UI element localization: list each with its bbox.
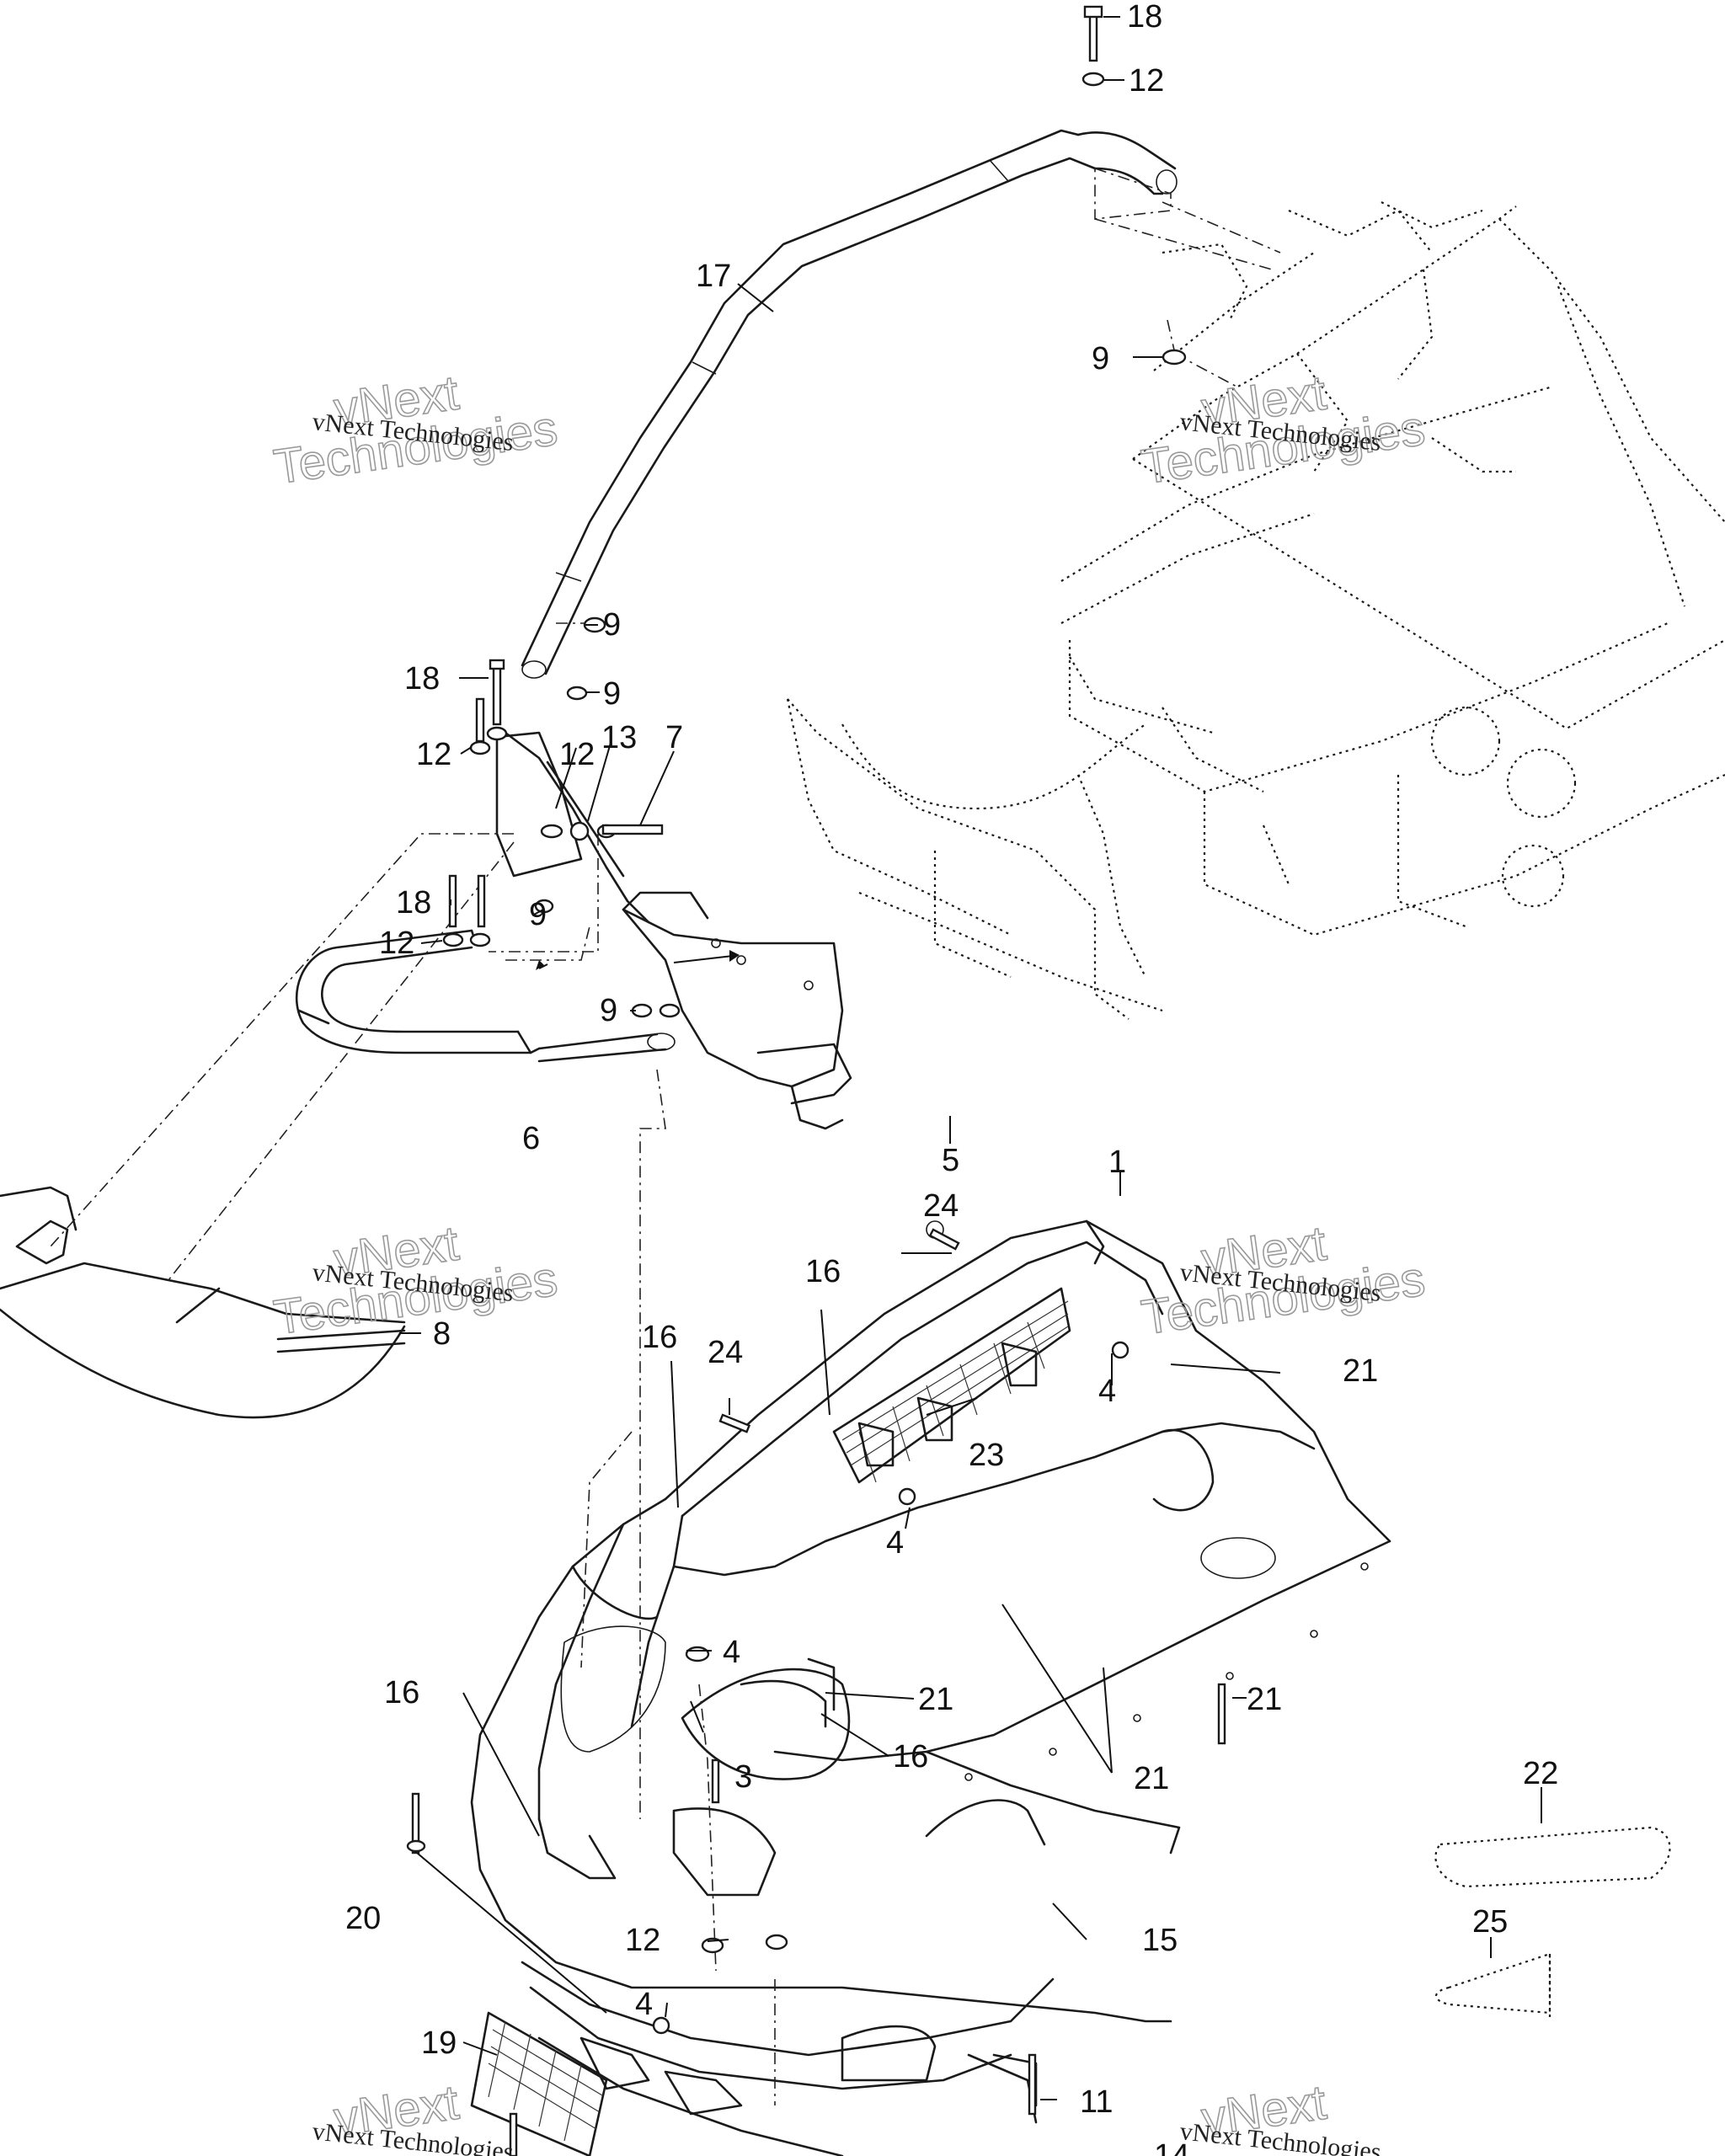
watermark: vNext Technologies vNext Technologies [270,1215,562,1346]
callout-1: 1 [1108,1145,1126,1180]
callout-18: 18 [396,885,431,921]
callout-6: 6 [522,1121,540,1156]
watermark: vNext vNext Technologies [1178,2074,1382,2156]
callout-16: 16 [384,1675,419,1710]
hardware [406,5,1226,2156]
watermark: vNext Technologies vNext Technologies [1138,365,1429,495]
callout-19: 19 [421,2025,457,2061]
callout-9: 9 [600,993,617,1028]
hood [470,1219,1391,2023]
callout-23: 23 [969,1438,1004,1473]
front-bumper [0,1186,406,1419]
grille [470,2011,608,2156]
callout-25: 25 [1472,1904,1508,1940]
handlebar-tube [521,129,1178,679]
callout-9: 9 [603,607,621,643]
callout-12: 12 [416,737,451,772]
callout-12: 12 [1129,63,1164,99]
watermark: vNext vNext Technologies [311,2074,515,2156]
steering-post [495,731,852,1130]
chassis-frame [786,201,1725,1020]
callout-18: 18 [1127,0,1162,35]
callout-16: 16 [805,1254,841,1289]
callout-21: 21 [918,1682,953,1717]
callout-4: 4 [723,1635,740,1670]
callouts: 18 12 17 9 9 9 18 12 12 13 7 18 9 12 9 6… [345,0,1558,2156]
callout-9: 9 [1092,341,1109,376]
callout-20: 20 [345,1901,381,1936]
callout-18: 18 [404,661,440,696]
callout-22: 22 [1523,1756,1558,1791]
callout-21: 21 [1343,1353,1378,1389]
callout-24: 24 [708,1335,743,1370]
callout-4: 4 [635,1987,653,2022]
callout-16: 16 [893,1739,928,1774]
callout-3: 3 [734,1759,752,1795]
callout-12: 12 [625,1923,660,1958]
callout-16: 16 [642,1320,677,1355]
watermark: vNext Technologies vNext Technologies [270,365,562,495]
callout-13: 13 [601,720,637,755]
bumper-loop [295,929,676,1063]
hood-vent-screen [832,1287,1071,1484]
callout-7: 7 [665,720,683,755]
callout-5: 5 [942,1143,959,1178]
callout-9: 9 [603,676,621,712]
watermark: vNext Technologies vNext Technologies [1138,1215,1429,1346]
callout-12: 12 [559,737,595,772]
callout-14: 14 [1154,2138,1189,2156]
callout-9: 9 [529,897,547,932]
callout-12: 12 [379,926,414,961]
lower-pan [521,1961,1055,2156]
direction-arrows [536,950,740,970]
callout-24: 24 [923,1188,959,1224]
callout-4: 4 [1098,1374,1116,1409]
decal-22 [1434,1826,1671,1888]
callout-17: 17 [696,259,731,294]
decal-25 [1434,1952,1551,2017]
watermarks: vNext Technologies vNext Technologies vN… [270,365,1429,2156]
assembly-lines [50,168,1281,2105]
callout-11: 11 [1080,2084,1113,2120]
callout-4: 4 [886,1525,904,1561]
callout-8: 8 [433,1316,451,1352]
callout-15: 15 [1142,1923,1178,1958]
callout-21: 21 [1134,1761,1169,1796]
callout-leaders [399,16,1542,2100]
callout-21: 21 [1247,1682,1282,1717]
